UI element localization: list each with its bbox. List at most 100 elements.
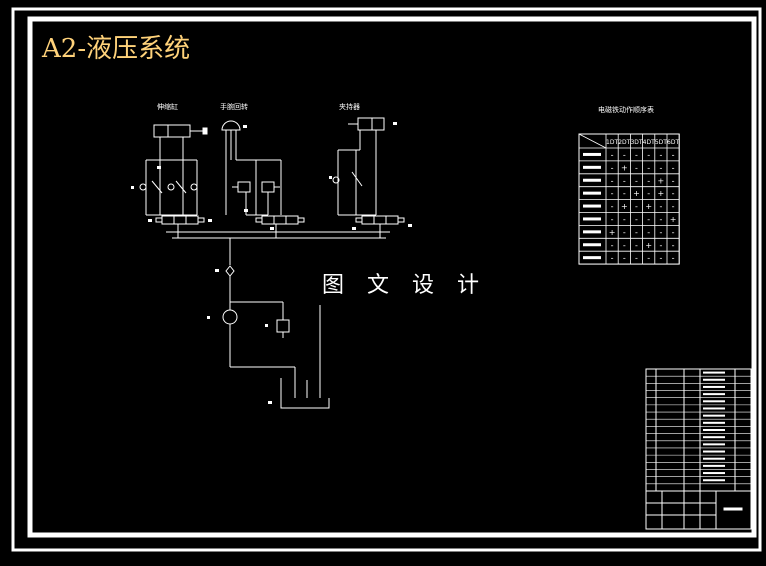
table-header: 5DT	[655, 139, 667, 146]
table-cell: -	[672, 228, 675, 237]
table-cell: -	[659, 150, 662, 159]
row-label-mark	[583, 256, 601, 260]
row-label-mark	[583, 165, 601, 169]
tag	[268, 401, 272, 404]
parts-row-mark	[703, 414, 725, 417]
label-telescopic-cylinder: 伸缩缸	[157, 102, 178, 111]
tag	[244, 209, 248, 212]
tag	[352, 227, 356, 230]
table-cell: -	[672, 254, 675, 263]
wrist-rotation-circuit	[221, 120, 282, 216]
parts-row-mark	[703, 443, 725, 446]
table-cell: -	[647, 189, 650, 198]
parts-list	[645, 368, 752, 492]
table-header: 4DT	[643, 139, 655, 146]
label-wrist-rotation: 手腕回转	[220, 102, 248, 111]
parts-row-mark	[703, 457, 725, 460]
parts-list-rows	[646, 371, 751, 485]
row-label-mark	[583, 230, 601, 234]
outer-frame	[11, 7, 762, 552]
table-cell: -	[672, 202, 675, 211]
table-cell: +	[609, 228, 616, 237]
table-header: 3DT	[630, 139, 642, 146]
tag	[207, 316, 210, 319]
table-cell: +	[670, 215, 677, 224]
table-cell: +	[645, 241, 652, 250]
tag	[131, 186, 134, 189]
parts-row-mark	[703, 450, 725, 453]
table-cell: -	[647, 176, 650, 185]
table-cell: -	[635, 254, 638, 263]
tag	[393, 122, 397, 125]
row-label-mark	[583, 178, 601, 182]
parts-row-mark	[703, 393, 725, 396]
directional-valve-3	[355, 215, 405, 238]
cylinder-body	[153, 124, 191, 138]
table-cell: -	[623, 176, 626, 185]
table-cell: -	[647, 228, 650, 237]
table-cell: -	[672, 163, 675, 172]
table-cell: -	[635, 228, 638, 237]
tag	[208, 219, 212, 222]
row-label-mark	[583, 243, 601, 247]
table-cell: -	[647, 150, 650, 159]
table-cell: -	[611, 202, 614, 211]
table-cell: -	[623, 189, 626, 198]
gripper-circuit	[332, 117, 385, 216]
tag	[270, 227, 274, 230]
table-cell: +	[621, 202, 628, 211]
table-cell: -	[647, 215, 650, 224]
table-cell: -	[611, 215, 614, 224]
table-cell: -	[623, 254, 626, 263]
table-cell: -	[659, 254, 662, 263]
table-cell: +	[658, 189, 665, 198]
table-header: 6DT	[667, 139, 679, 146]
inner-frame	[27, 16, 757, 538]
row-label-mark	[583, 152, 601, 156]
tag	[157, 166, 161, 169]
table-cell: -	[672, 150, 675, 159]
parts-row-mark	[703, 407, 725, 410]
drawing-title: A2-液压系统	[41, 34, 190, 64]
table-cell: -	[635, 202, 638, 211]
table-cell: -	[659, 241, 662, 250]
table-cell: -	[647, 163, 650, 172]
table-cell: +	[621, 163, 628, 172]
table-cell: -	[611, 150, 614, 159]
table-cell: -	[659, 228, 662, 237]
tag	[329, 176, 332, 179]
label-gripper: 夹持器	[339, 102, 360, 111]
table-cell: -	[611, 176, 614, 185]
table-cell: -	[672, 241, 675, 250]
tag	[243, 125, 247, 128]
tag	[265, 324, 268, 327]
table-cell: -	[635, 176, 638, 185]
table-cell: -	[611, 163, 614, 172]
tag	[408, 224, 412, 227]
table-cell: -	[635, 215, 638, 224]
parts-row-mark	[703, 421, 725, 424]
parts-row-mark	[703, 479, 725, 482]
table-cell: -	[672, 176, 675, 185]
table-cell: +	[633, 189, 640, 198]
parts-row-mark	[703, 378, 725, 381]
row-label-mark	[583, 217, 601, 221]
row-label-mark	[583, 191, 601, 195]
supply-lines	[166, 231, 390, 409]
parts-row-mark	[703, 400, 725, 403]
table-cell: -	[647, 254, 650, 263]
oil-tank	[280, 378, 330, 409]
sequence-table-title: 电磁铁动作顺序表	[598, 105, 654, 114]
gripper-cylinder-body	[357, 117, 385, 131]
table-cell: -	[635, 163, 638, 172]
parts-row-mark	[703, 436, 725, 439]
table-header: 2DT	[618, 139, 630, 146]
title-block	[645, 490, 752, 530]
table-cell: -	[623, 241, 626, 250]
watermark-text: 图 文 设 计	[322, 273, 487, 298]
parts-row-mark	[703, 371, 725, 374]
table-cell: -	[611, 254, 614, 263]
tag	[215, 269, 219, 272]
